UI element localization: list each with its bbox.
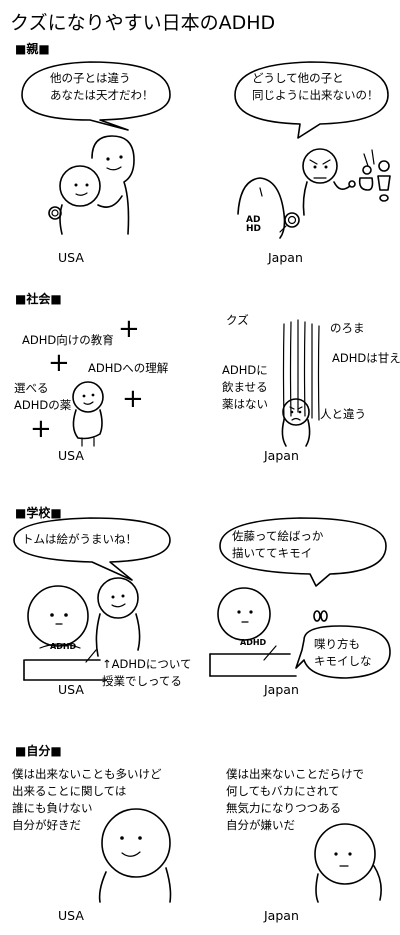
caption-japan-parents: Japan — [268, 250, 303, 265]
speech-bubble-japan-school — [219, 517, 387, 587]
section-label-parents: ■親■ — [15, 42, 50, 56]
speech-bubble-usa-parents — [21, 61, 171, 131]
caption-usa-school: USA — [58, 682, 84, 697]
plus-sign: + — [122, 384, 144, 414]
smiling-figure-usa-self — [98, 808, 172, 903]
crouching-child-figure — [237, 177, 300, 239]
japan-society-text-different: 人と違う — [320, 407, 366, 421]
section-label-society: ■社会■ — [15, 292, 62, 306]
japan-desk-label: ADHD — [240, 638, 267, 647]
drawing-child-figure-japan — [209, 587, 297, 677]
plus-sign: + — [48, 348, 70, 378]
sad-figure-japan-self — [314, 823, 382, 903]
caption-japan-self: Japan — [264, 908, 299, 923]
japan-parents-bubble-text: どうして他の子と 同じように出来ないの！ — [252, 71, 379, 102]
angry-parent-figure — [302, 148, 356, 216]
speech-bubble-japan-school-2 — [295, 625, 391, 679]
usa-self-text: 僕は出来ないことも多いけど 出来ることに関しては 誰にも負けない 自分が好きだ — [12, 767, 162, 832]
caption-usa-parents: USA — [58, 250, 84, 265]
adhd-badge: AD HD — [246, 215, 262, 234]
japan-school-bubble-text: 佐藤って絵ばっか 描いててキモイ — [232, 529, 324, 560]
usa-school-note: ↑ADHDについて 授業でしってる — [102, 657, 192, 688]
child-figure-usa-parents — [48, 165, 123, 235]
section-label-self: ■自分■ — [15, 744, 62, 758]
page-title: クズになりやすい日本のADHD — [10, 12, 276, 34]
japan-self-text: 僕は出来ないことだらけで 何してもバカにされて 無気力になりつつある 自分が嫌い… — [226, 767, 364, 832]
caption-usa-society: USA — [58, 448, 84, 463]
usa-society-text-education: ADHD向けの教育 — [22, 333, 114, 347]
usa-society-text-medicine: 選べる ADHDの薬 — [14, 381, 72, 412]
pressure-lines — [282, 319, 320, 421]
usa-desk-label: ADHD — [50, 642, 77, 651]
caption-japan-society: Japan — [264, 448, 299, 463]
drawing-child-figure-usa — [23, 585, 107, 681]
japan-society-text-amae: ADHDは甘え — [332, 351, 400, 365]
usa-school-bubble-text: トムは絵がうまいね！ — [22, 532, 137, 546]
mother-figure — [91, 135, 135, 235]
whisper-figures — [313, 610, 328, 622]
japan-school-bubble2-text: 喋り方も キモイしな — [314, 637, 372, 668]
exclamation-marks — [358, 149, 391, 202]
section-label-school: ■学校■ — [15, 506, 62, 520]
usa-parents-bubble-text: 他の子とは違う あなたは天才だわ！ — [50, 71, 154, 102]
speech-bubble-japan-parents — [234, 61, 389, 139]
usa-society-text-understanding: ADHDへの理解 — [88, 361, 169, 375]
speech-bubble-usa-school — [13, 517, 171, 581]
plus-sign: + — [118, 314, 140, 344]
japan-society-text-noroma: のろま — [330, 321, 365, 335]
classmate-figure-usa — [95, 577, 141, 657]
caption-usa-self: USA — [58, 908, 84, 923]
sad-figure-japan-society — [281, 398, 311, 447]
happy-figure-usa-society — [72, 381, 104, 447]
caption-japan-school: Japan — [264, 682, 299, 697]
japan-society-text-kuzu: クズ — [226, 313, 249, 327]
plus-sign: + — [30, 414, 52, 444]
japan-society-text-no-medicine: ADHDに 飲ませる 薬はない — [222, 363, 268, 411]
